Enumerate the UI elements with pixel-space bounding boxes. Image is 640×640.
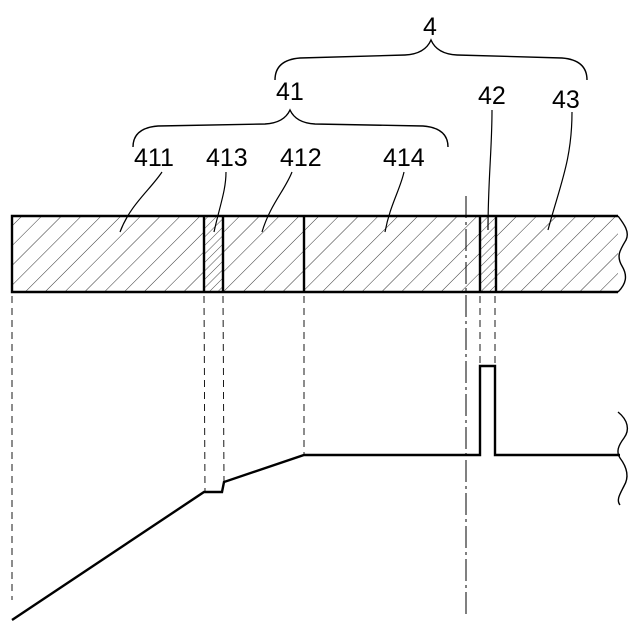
- label-part-412: 412: [280, 144, 322, 172]
- section-42: [481, 216, 495, 292]
- projection-line-413-left: [204, 296, 205, 492]
- section-413: [205, 216, 222, 292]
- label-group: 41: [276, 78, 304, 106]
- leader-43: [548, 112, 572, 230]
- label-part-414: 414: [383, 144, 425, 172]
- label-part-413: 413: [206, 144, 248, 172]
- label-part-43: 43: [552, 86, 580, 114]
- strip-break-line: [618, 216, 627, 292]
- profile-line: [12, 366, 620, 620]
- label-part-42: 42: [478, 82, 506, 110]
- section-412: [224, 216, 304, 292]
- profile-break-line: [618, 412, 627, 505]
- section-411: [12, 216, 204, 292]
- brace-4: [275, 40, 587, 80]
- leader-42: [488, 110, 492, 230]
- label-assembly: 4: [423, 13, 437, 41]
- section-414: [305, 216, 480, 292]
- brace-41: [133, 110, 448, 147]
- projection-line-413-right: [223, 296, 224, 482]
- section-43: [496, 216, 618, 292]
- label-part-411: 411: [134, 144, 174, 172]
